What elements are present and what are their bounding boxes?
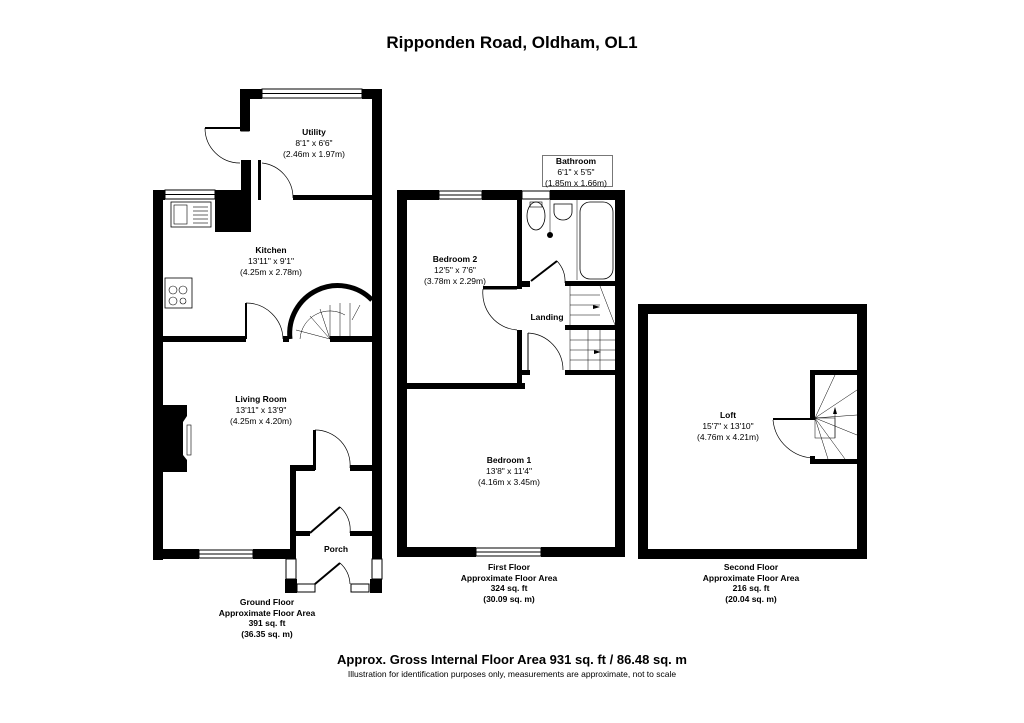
ff-west-wall [397, 190, 407, 557]
kitchen-hob [164, 277, 193, 309]
first-floor-plan [397, 190, 625, 557]
soil-stack [547, 232, 553, 238]
loft-wall-top [638, 304, 867, 314]
loft-staircase-treads [772, 374, 858, 460]
utility-wall-left-lower [241, 160, 251, 200]
bed2-wall-right-lower [517, 330, 522, 385]
ff-staircase-treads [569, 285, 616, 370]
floor-name: Ground Floor [239, 597, 295, 607]
ground-staircase-treads [295, 303, 361, 340]
room-dimensions-imperial: 13'11" x 9'1" [247, 256, 294, 266]
room-name: Loft [719, 410, 737, 420]
ground-floor-plan [153, 89, 382, 593]
floor-area-sqm: (36.35 sq. m) [241, 628, 293, 639]
room-label-landing: Landing [530, 312, 563, 323]
porch-corner-right [370, 579, 382, 593]
room-dimensions-metric: (1.85m x 1.66m) [545, 178, 607, 188]
room-name: Living Room [235, 394, 287, 404]
floor-area-caption: Approximate Floor Area [460, 572, 558, 583]
ground-floor-area-label: Ground Floor Approximate Floor Area 391 … [219, 597, 316, 639]
living-wall-bottom-right [253, 549, 293, 559]
floor-name: First Floor [487, 562, 531, 572]
kitchen-living-partition-left [153, 336, 246, 342]
loft-stair-wall-left [810, 370, 815, 419]
disclaimer: Illustration for identification purposes… [347, 669, 677, 679]
floor-area-caption: Approximate Floor Area [702, 572, 800, 583]
floor-area-sqm: (30.09 sq. m) [483, 593, 535, 604]
floor-area-sqm: (20.04 sq. m) [725, 593, 777, 604]
bathroom-window [521, 190, 551, 200]
first-floor-area-label: First Floor Approximate Floor Area 324 s… [461, 562, 558, 604]
room-name: Kitchen [255, 245, 287, 255]
utility-kitchen-partition [293, 195, 382, 200]
second-floor-plan [638, 304, 867, 559]
floor-area-sqft: 391 sq. ft [248, 618, 286, 628]
room-name: Landing [530, 312, 564, 322]
utility-wall-top-left [240, 89, 262, 99]
basin [553, 203, 573, 221]
room-dimensions-imperial: 13'8" x 11'4" [485, 466, 532, 476]
utility-side-window [240, 98, 250, 132]
utility-door-jamb [258, 160, 261, 200]
room-label-kitchen: Kitchen 13'11" x 9'1" (4.25m x 2.78m) [240, 245, 302, 278]
porch-window-right [371, 558, 383, 580]
room-dimensions-metric: (4.16m x 3.45m) [478, 477, 540, 487]
bath [579, 201, 614, 280]
loft-wall-bottom [638, 549, 867, 559]
room-label-utility: Utility 8'1" x 6'6" (2.46m x 1.97m) [283, 127, 345, 160]
loft-wall-right [857, 304, 867, 559]
room-label-bedroom-1: Bedroom 1 13'8" x 11'4" (4.16m x 3.45m) [478, 455, 540, 488]
floor-area-caption: Approximate Floor Area [218, 607, 316, 618]
room-name: Bathroom [555, 156, 597, 166]
room-dimensions-imperial: 12'5" x 7'6" [434, 265, 476, 275]
room-dimensions-imperial: 13'11" x 13'9" [235, 405, 287, 415]
room-dimensions-imperial: 6'1" x 5'5" [557, 167, 595, 177]
room-dimensions-metric: (2.46m x 1.97m) [283, 149, 345, 159]
kitchen-chimney-block [215, 190, 251, 232]
utility-wall-left-upper [240, 89, 250, 131]
bed2-wall-right-upper [517, 195, 522, 288]
room-name: Utility [302, 127, 326, 137]
living-wall-bottom-left [153, 549, 199, 559]
floor-name: Second Floor [723, 562, 779, 572]
living-chimney-breast [163, 405, 187, 472]
floor-area-sqft: 216 sq. ft [732, 583, 770, 593]
room-label-porch: Porch [324, 544, 348, 555]
gross-floor-area: Approx. Gross Internal Floor Area 931 sq… [337, 652, 687, 667]
loft-wall-left [638, 304, 648, 559]
room-name: Porch [323, 544, 349, 554]
room-name: Bedroom 1 [486, 455, 532, 465]
kitchen-wall-top-left [153, 190, 165, 200]
room-name: Bedroom 2 [432, 254, 478, 264]
room-label-loft: Loft 15'7" x 13'10" (4.76m x 4.21m) [697, 410, 759, 443]
hall-wall-left [290, 465, 296, 559]
room-dimensions-metric: (4.76m x 4.21m) [697, 432, 759, 442]
page-title: Ripponden Road, Oldham, OL1 [386, 33, 638, 52]
room-label-bedroom-2: Bedroom 2 12'5" x 7'6" (3.78m x 2.29m) [424, 254, 486, 287]
kitchen-sink [170, 201, 212, 228]
room-dimensions-imperial: 15'7" x 13'10" [702, 421, 754, 431]
west-wall [153, 190, 163, 560]
room-dimensions-metric: (3.78m x 2.29m) [424, 276, 486, 286]
room-label-living-room: Living Room 13'11" x 13'9" (4.25m x 4.20… [230, 394, 292, 427]
floor-area-sqft: 324 sq. ft [490, 583, 528, 593]
bathroom-label-box [542, 155, 613, 187]
second-floor-area-label: Second Floor Approximate Floor Area 216 … [703, 562, 800, 604]
room-dimensions-metric: (4.25m x 4.20m) [230, 416, 292, 426]
east-wall [372, 89, 382, 559]
room-dimensions-metric: (4.25m x 2.78m) [240, 267, 302, 277]
porch-corner-left [285, 579, 297, 593]
porch-window-left [285, 558, 297, 580]
bed2-bed1-partition [397, 383, 525, 389]
room-dimensions-imperial: 8'1" x 6'6" [295, 138, 333, 148]
room-label-bathroom: Bathroom 6'1" x 5'5" (1.85m x 1.66m) [545, 156, 607, 189]
